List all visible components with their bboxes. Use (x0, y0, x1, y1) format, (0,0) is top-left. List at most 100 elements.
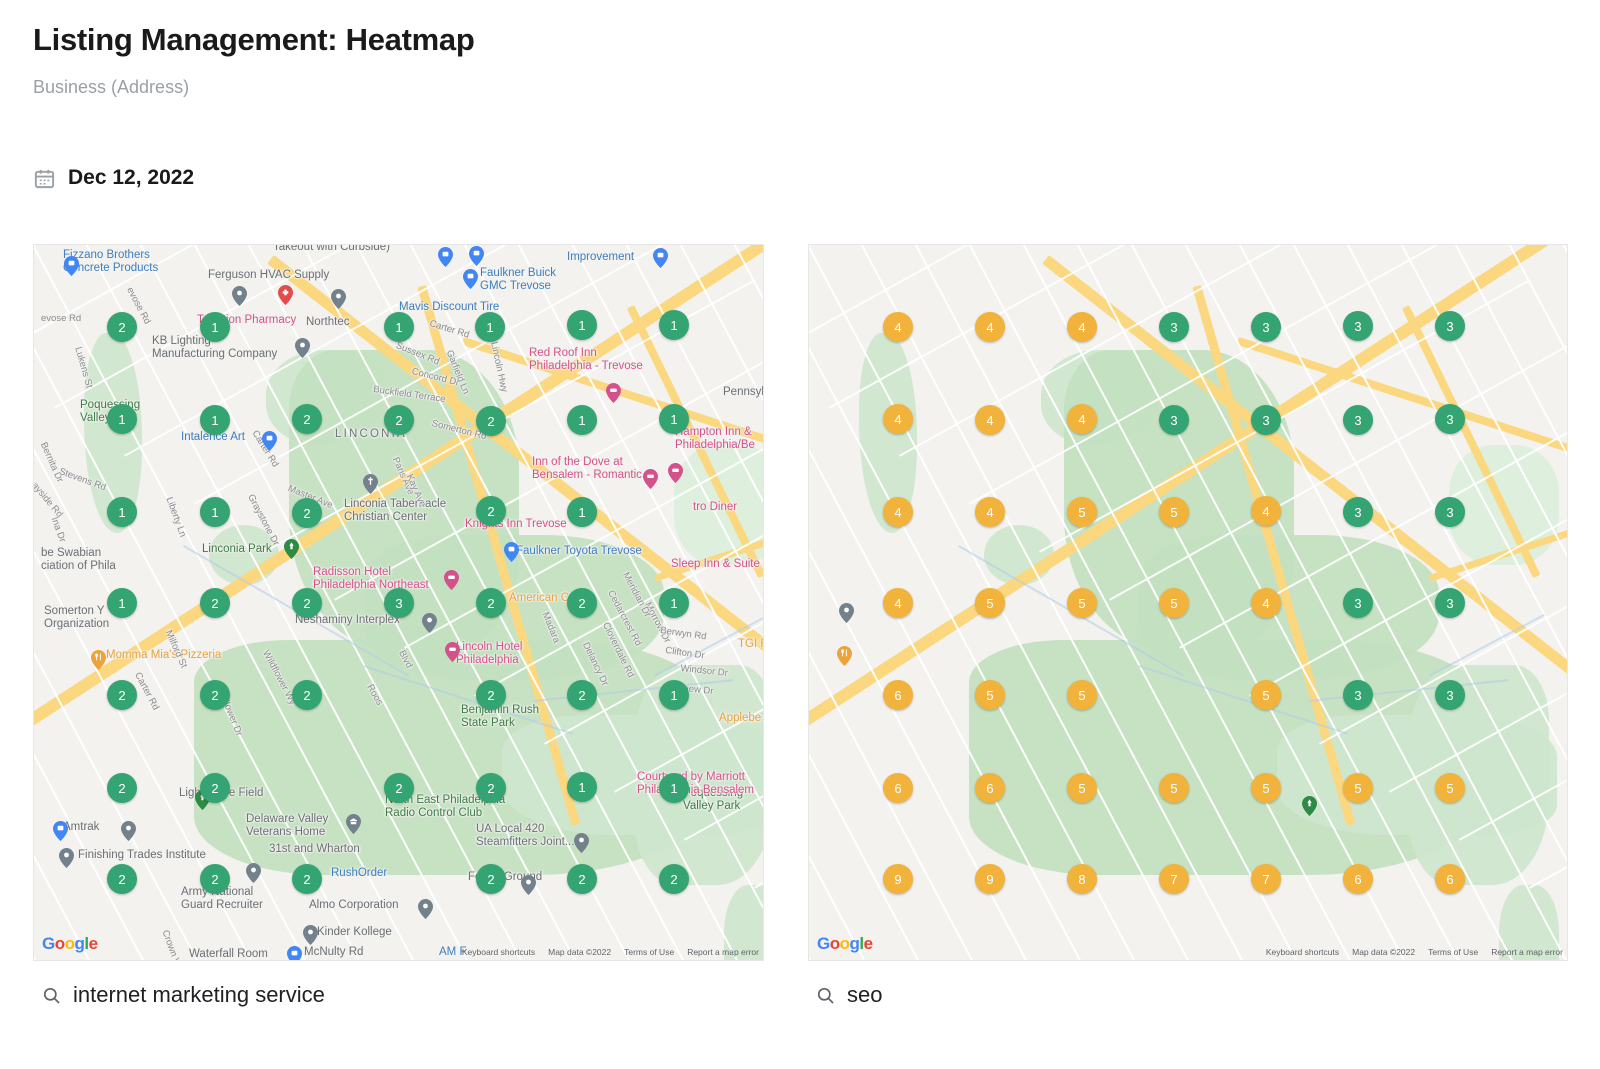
heatmap-marker[interactable]: 1 (567, 405, 597, 435)
report-map-error-link[interactable]: Report a map error (1491, 947, 1563, 957)
heatmap-marker[interactable]: 2 (200, 864, 230, 894)
dot-pin-icon[interactable] (246, 863, 261, 883)
heatmap-marker[interactable]: 5 (975, 588, 1005, 618)
heatmap-marker[interactable]: 1 (107, 588, 137, 618)
heatmap-marker[interactable]: 8 (1067, 864, 1097, 894)
heatmap-marker[interactable]: 4 (975, 312, 1005, 342)
heatmap-marker[interactable]: 2 (292, 404, 322, 434)
bed-pin-icon[interactable] (668, 463, 683, 483)
heatmap-marker[interactable]: 7 (1159, 864, 1189, 894)
shop-pin-icon[interactable] (504, 542, 519, 562)
heatmap-marker[interactable]: 2 (476, 588, 506, 618)
heatmap-marker[interactable]: 2 (200, 588, 230, 618)
heatmap-marker[interactable]: 2 (476, 773, 506, 803)
heatmap-marker[interactable]: 1 (659, 588, 689, 618)
heatmap-marker[interactable]: 2 (567, 680, 597, 710)
heatmap-marker[interactable]: 2 (200, 680, 230, 710)
heatmap-marker[interactable]: 1 (659, 680, 689, 710)
heatmap-marker[interactable]: 5 (1067, 680, 1097, 710)
heatmap-marker[interactable]: 5 (1159, 497, 1189, 527)
heatmap-marker[interactable]: 1 (659, 310, 689, 340)
heatmap-marker[interactable]: 6 (883, 773, 913, 803)
heatmap-marker[interactable]: 3 (1343, 405, 1373, 435)
heatmap-marker[interactable]: 5 (1159, 588, 1189, 618)
med-pin-icon[interactable] (278, 285, 293, 305)
heatmap-marker[interactable]: 3 (1251, 312, 1281, 342)
heatmap-marker[interactable]: 1 (200, 405, 230, 435)
heatmap-marker[interactable]: 2 (384, 773, 414, 803)
heatmap-marker[interactable]: 1 (659, 773, 689, 803)
heatmap-marker[interactable]: 1 (567, 772, 597, 802)
heatmap-marker[interactable]: 9 (975, 864, 1005, 894)
heatmap-marker[interactable]: 2 (292, 588, 322, 618)
heatmap-marker[interactable]: 3 (1159, 405, 1189, 435)
heatmap-marker[interactable]: 6 (1435, 864, 1465, 894)
heatmap-marker[interactable]: 9 (883, 864, 913, 894)
heatmap-marker[interactable]: 1 (567, 497, 597, 527)
heatmap-marker[interactable]: 4 (883, 312, 913, 342)
dot-pin-icon[interactable] (331, 289, 346, 309)
heatmap-marker[interactable]: 3 (1343, 311, 1373, 341)
tree-pin-icon[interactable] (284, 539, 299, 559)
shop-pin-icon[interactable] (287, 946, 302, 960)
heatmap-marker[interactable]: 7 (1251, 864, 1281, 894)
heatmap-marker[interactable]: 6 (883, 680, 913, 710)
dot-pin-icon[interactable] (521, 875, 536, 895)
shop-pin-icon[interactable] (463, 269, 478, 289)
dot-pin-icon[interactable] (59, 848, 74, 868)
heatmap-marker[interactable]: 3 (1435, 404, 1465, 434)
terms-of-use-link[interactable]: Terms of Use (1428, 947, 1479, 957)
heatmap-marker[interactable]: 5 (1067, 773, 1097, 803)
heatmap-marker[interactable]: 3 (1435, 588, 1465, 618)
food-pin-icon[interactable] (91, 650, 106, 670)
keyboard-shortcuts-link[interactable]: Keyboard shortcuts (1265, 947, 1340, 957)
heatmap-marker[interactable]: 4 (1251, 588, 1281, 618)
heatmap-marker[interactable]: 4 (883, 404, 913, 434)
heatmap-marker[interactable]: 2 (292, 680, 322, 710)
heatmap-marker[interactable]: 1 (659, 404, 689, 434)
heatmap-marker[interactable]: 3 (1251, 405, 1281, 435)
dot-pin-icon[interactable] (295, 338, 310, 358)
food-pin-icon[interactable] (837, 646, 852, 666)
heatmap-marker[interactable]: 1 (567, 310, 597, 340)
heatmap-marker[interactable]: 5 (1435, 773, 1465, 803)
heatmap-marker[interactable]: 2 (476, 496, 506, 526)
heatmap-marker[interactable]: 5 (1159, 773, 1189, 803)
heatmap-marker[interactable]: 5 (1251, 680, 1281, 710)
heatmap-marker[interactable]: 1 (107, 404, 137, 434)
bed-pin-icon[interactable] (444, 570, 459, 590)
heatmap-marker[interactable]: 2 (200, 773, 230, 803)
heatmap-marker[interactable]: 1 (200, 497, 230, 527)
terms-of-use-link[interactable]: Terms of Use (624, 947, 675, 957)
heatmap-marker[interactable]: 2 (107, 864, 137, 894)
heatmap-marker[interactable]: 4 (1067, 312, 1097, 342)
heatmap-marker[interactable]: 3 (1435, 497, 1465, 527)
heatmap-marker[interactable]: 1 (384, 312, 414, 342)
heatmap-marker[interactable]: 4 (975, 497, 1005, 527)
heatmap-marker[interactable]: 2 (107, 773, 137, 803)
heatmap-marker[interactable]: 3 (1343, 680, 1373, 710)
bed-pin-icon[interactable] (445, 642, 460, 662)
dot-pin-icon[interactable] (574, 833, 589, 853)
dot-pin-icon[interactable] (839, 603, 854, 623)
heatmap-marker[interactable]: 4 (883, 588, 913, 618)
heatmap-marker[interactable]: 5 (975, 680, 1005, 710)
heatmap-marker[interactable]: 6 (1343, 864, 1373, 894)
heatmap-marker[interactable]: 2 (292, 498, 322, 528)
heatmap-marker[interactable]: 2 (476, 680, 506, 710)
heatmap-marker[interactable]: 3 (1343, 588, 1373, 618)
tree-pin-icon[interactable] (1302, 796, 1317, 816)
dot-pin-icon[interactable] (121, 821, 136, 841)
shop-pin-icon[interactable] (262, 431, 277, 451)
museum-pin-icon[interactable] (346, 814, 361, 834)
shop-pin-icon[interactable] (469, 246, 484, 266)
heatmap-marker[interactable]: 4 (975, 405, 1005, 435)
heatmap-marker[interactable]: 2 (567, 864, 597, 894)
heatmap-marker[interactable]: 2 (384, 405, 414, 435)
bed-pin-icon[interactable] (643, 469, 658, 489)
map-canvas-right[interactable]: Fizzano Brothers Concrete ProductsFergus… (809, 245, 1567, 960)
heatmap-marker[interactable]: 2 (107, 312, 137, 342)
heatmap-marker[interactable]: 3 (1343, 497, 1373, 527)
